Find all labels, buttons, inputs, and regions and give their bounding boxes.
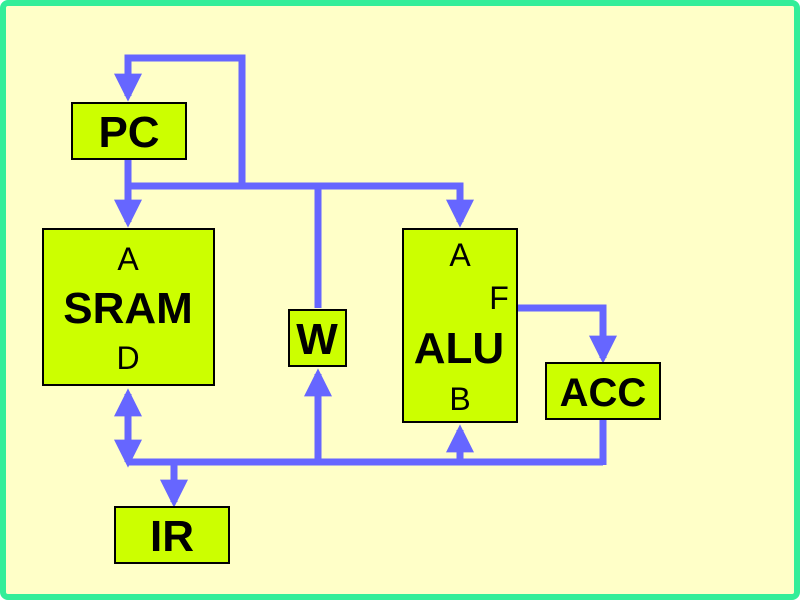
alu-block: A F ALU B — [402, 228, 518, 423]
sram-port-d-label: D — [116, 340, 139, 376]
alu-port-a-label: A — [449, 237, 471, 273]
acc-label: ACC — [560, 371, 647, 415]
w-block: W — [288, 309, 347, 367]
alu-port-b-label: B — [449, 381, 470, 417]
sram-block: A SRAM D — [42, 228, 215, 386]
sram-port-a-label: A — [117, 241, 139, 277]
acc-block: ACC — [545, 362, 661, 420]
pc-block: PC — [71, 102, 187, 160]
alu-f-to-acc-wire — [518, 304, 617, 364]
sram-label: SRAM — [63, 284, 193, 333]
ir-block: IR — [114, 506, 230, 564]
bus-wires — [114, 54, 617, 508]
alu-label: ALU — [414, 324, 504, 373]
pc-label: PC — [98, 108, 159, 157]
address-bus-wire — [128, 182, 474, 228]
pc-feedback-wire — [114, 54, 246, 186]
ir-label: IR — [150, 512, 194, 561]
w-label: W — [296, 315, 338, 364]
alu-port-f-label: F — [489, 280, 509, 316]
